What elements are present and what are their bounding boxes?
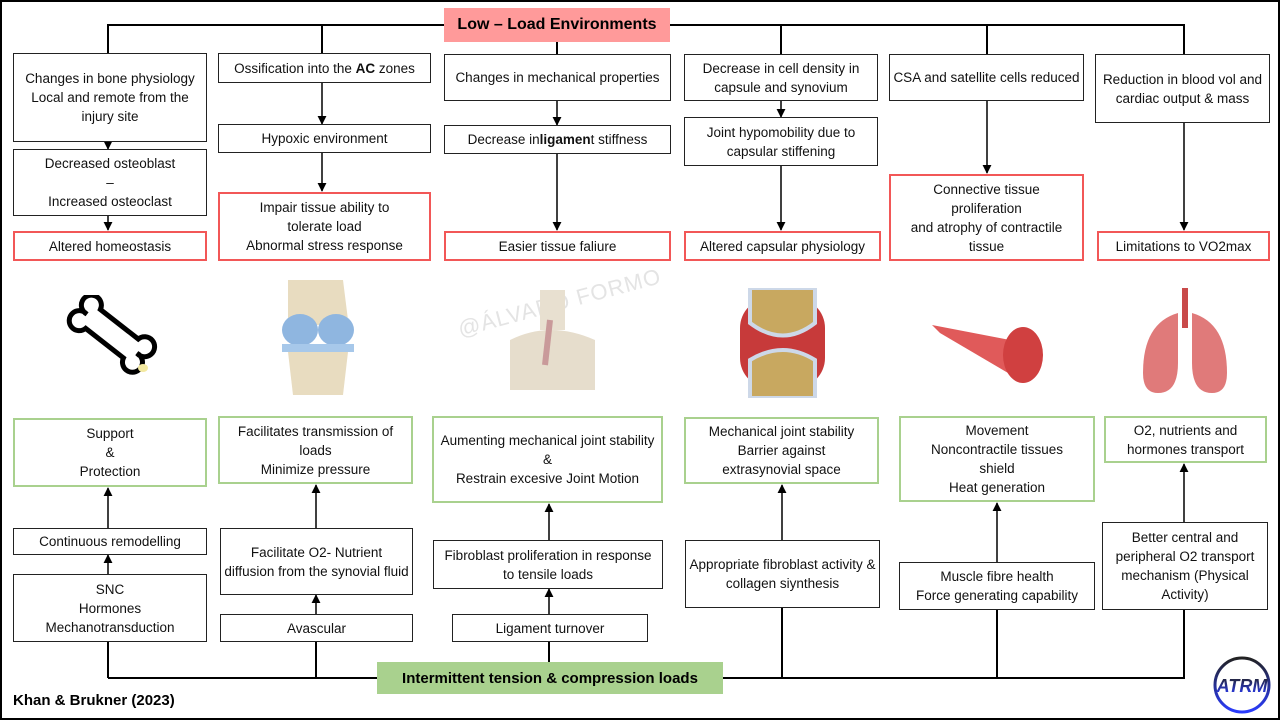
box-avascular: Avascular	[220, 614, 413, 642]
box-hypoxic: Hypoxic environment	[218, 124, 431, 153]
bottom-label-loads: Intermittent tension & compression loads	[377, 662, 723, 694]
knee-cartilage-icon	[282, 280, 354, 395]
box-osteoblast: Decreased osteoblast – Increased osteocl…	[13, 149, 207, 216]
box-csa: CSA and satellite cells reduced	[889, 54, 1084, 101]
box-muscle-health: Muscle fibre health Force generating cap…	[899, 562, 1095, 610]
outcome-ligament: Easier tissue faliure	[444, 231, 671, 261]
box-o2-transport: Better central and peripheral O2 transpo…	[1102, 522, 1268, 610]
lungs-icon	[1143, 288, 1227, 393]
bone-icon	[66, 295, 158, 375]
box-collagen: Appropriate fibroblast activity & collag…	[685, 540, 880, 608]
function-ligament: Aumenting mechanical joint stability & R…	[432, 416, 663, 503]
outcome-lungs: Limitations to VO2max	[1097, 231, 1270, 261]
box-ossification: Ossification into the AC zones	[218, 53, 431, 83]
ossification-text: Ossification into the AC zones	[234, 60, 415, 76]
svg-text:ATRM: ATRM	[1216, 676, 1269, 696]
ligament-icon	[510, 290, 595, 390]
title-low-load: Low – Load Environments	[444, 8, 670, 42]
box-diffusion: Facilitate O2- Nutrient diffusion from t…	[220, 528, 413, 595]
box-remodelling: Continuous remodelling	[13, 528, 207, 555]
function-cartilage: Facilitates transmission of loads Minimi…	[218, 416, 413, 484]
function-muscle: Movement Noncontractile tissues shield H…	[899, 416, 1095, 502]
citation: Khan & Brukner (2023)	[13, 692, 175, 709]
box-turnover: Ligament turnover	[452, 614, 648, 642]
outcome-capsule: Altered capsular physiology	[684, 231, 881, 261]
muscle-icon	[932, 325, 1043, 383]
box-mechanical: Changes in mechanical properties	[444, 54, 671, 101]
box-bone-changes: Changes in bone physiology Local and rem…	[13, 53, 207, 142]
outcome-muscle: Connective tissue proliferation and atro…	[889, 174, 1084, 261]
outcome-cartilage: Impair tissue ability to tolerate load A…	[218, 192, 431, 261]
box-hypomobility: Joint hypomobility due to capsular stiff…	[684, 117, 878, 166]
box-blood-volume: Reduction in blood vol and cardiac outpu…	[1095, 54, 1270, 123]
function-lungs: O2, nutrients and hormones transport	[1104, 416, 1267, 463]
box-cell-density: Decrease in cell density in capsule and …	[684, 54, 878, 101]
function-capsule: Mechanical joint stability Barrier again…	[684, 417, 879, 484]
joint-capsule-icon	[740, 288, 825, 398]
atrm-logo: ATRM	[1213, 656, 1271, 714]
box-fibroblast: Fibroblast proliferation in response to …	[433, 540, 663, 589]
function-bone: Support & Protection	[13, 418, 207, 487]
outcome-bone: Altered homeostasis	[13, 231, 207, 261]
box-snc: SNC Hormones Mechanotransduction	[13, 574, 207, 642]
